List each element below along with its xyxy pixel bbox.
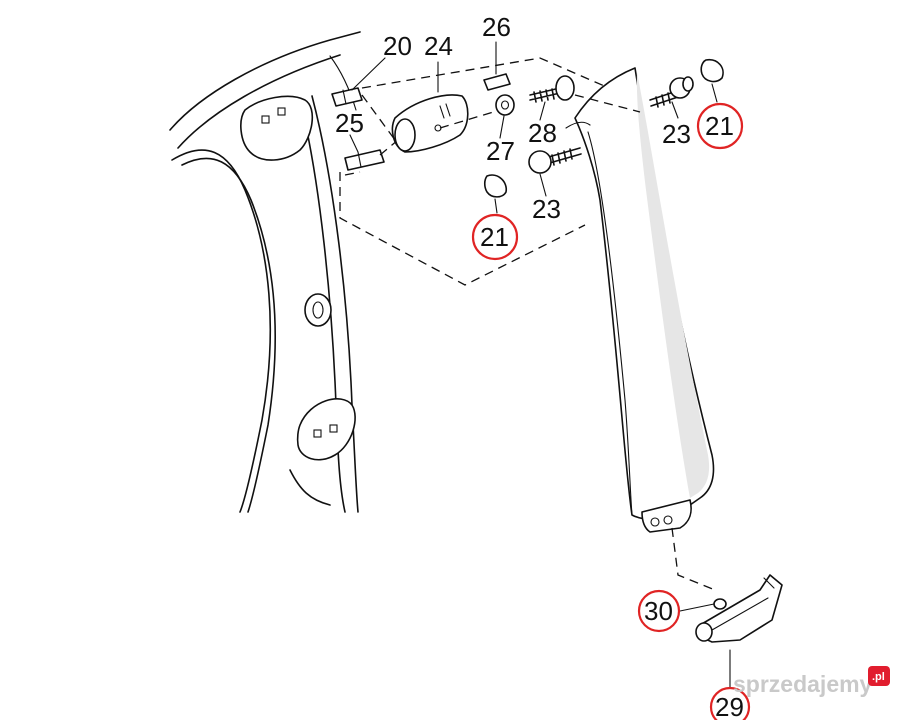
cover-cap-21-left — [483, 174, 508, 198]
car-body-pillar — [169, 31, 361, 513]
highlight-ring-30 — [637, 589, 681, 633]
callout-24: 24 — [424, 31, 453, 61]
clip-20 — [331, 87, 363, 107]
clip-25 — [344, 149, 385, 171]
screw-23-middle — [528, 147, 582, 174]
cap-26 — [483, 73, 511, 91]
highlight-ring-21-left — [471, 213, 519, 261]
assembly-outline — [339, 57, 626, 286]
pillar-trim-panel — [565, 67, 715, 533]
callout-labels: 20 24 26 25 27 28 23 23 21 21 30 29 — [335, 12, 751, 720]
holder-24 — [391, 94, 469, 153]
bolt-28 — [529, 75, 575, 103]
clip-30 — [713, 598, 727, 610]
watermark-tld: .pl — [872, 671, 885, 683]
callout-21-left: 21 — [480, 222, 509, 252]
bracket-29 — [695, 574, 783, 643]
leader-lines — [349, 41, 731, 689]
screw-23-right — [649, 76, 694, 108]
cover-cap-21-right — [700, 58, 724, 83]
callout-26: 26 — [482, 12, 511, 42]
watermark: sprzedajemy .pl — [733, 666, 890, 697]
callout-27: 27 — [486, 136, 515, 166]
callout-21-right: 21 — [705, 111, 734, 141]
callout-30: 30 — [644, 596, 673, 626]
callout-28: 28 — [528, 118, 557, 148]
washer-27 — [495, 94, 515, 116]
watermark-badge — [868, 666, 890, 686]
callout-25: 25 — [335, 108, 364, 138]
callout-23-middle: 23 — [532, 194, 561, 224]
callout-20: 20 — [383, 31, 412, 61]
callout-29: 29 — [715, 692, 744, 720]
callout-23-right: 23 — [662, 119, 691, 149]
highlight-ring-29 — [709, 686, 751, 720]
highlight-ring-21-right — [696, 102, 744, 150]
watermark-text: sprzedajemy — [733, 671, 873, 697]
